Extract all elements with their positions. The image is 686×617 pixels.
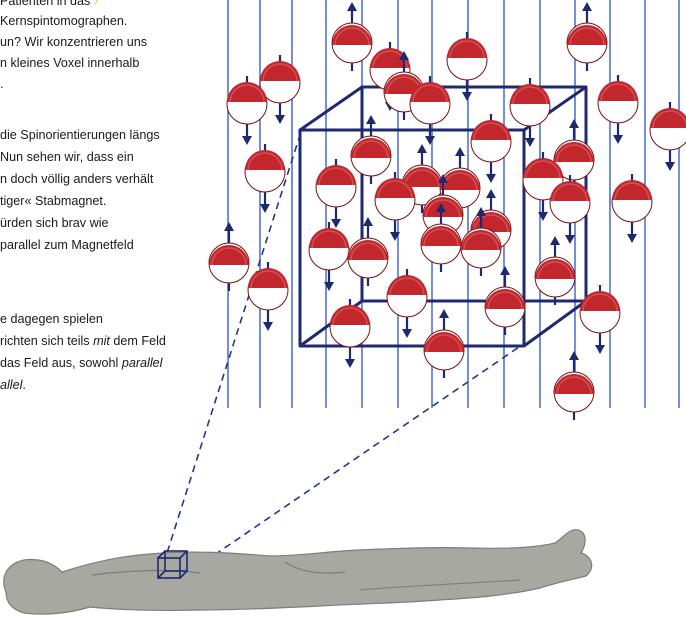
spin [316,159,356,228]
spin-arrow-head [242,136,252,145]
zoom-line [160,135,300,575]
spin [309,222,349,291]
spin-arrow-head [345,359,355,368]
spin-arrow-head [263,322,273,331]
spin [260,55,300,124]
spin-arrow-head [486,174,496,183]
spin-arrow-head [455,147,465,156]
spin-arrow-head [366,115,376,124]
spin [650,102,686,171]
spin-arrow-head [260,204,270,213]
spin [471,114,511,183]
spin-arrow-head [569,351,579,360]
spin-arrow-head [525,138,535,147]
spin [567,2,607,71]
spin [330,299,370,368]
spin-arrow-head [331,219,341,228]
zoom-line [185,345,522,575]
spin [387,269,427,338]
body-silhouette [4,530,592,614]
spin [554,351,594,420]
spin-arrow-head [363,217,373,226]
spin [209,222,249,291]
spin [348,217,388,286]
spin [598,75,638,144]
spin-arrow-head [417,144,427,153]
spin-arrow-head [582,2,592,11]
spin-arrow-head [550,236,560,245]
patient-body-illustration [4,530,592,614]
spin-arrow-head [275,115,285,124]
cube-edge [300,87,362,130]
spin [332,2,372,71]
spin-arrow-head [665,162,675,171]
spin [447,32,487,101]
spin-arrow-head [565,235,575,244]
spin [612,174,652,243]
cube-edge [524,301,586,346]
spin-arrow-head [439,309,449,318]
spin-arrow-head [627,234,637,243]
spin [248,262,288,331]
spin-arrow-head [347,2,357,11]
spin-arrow-head [595,345,605,354]
spin-arrow-head [224,222,234,231]
spin-arrow-head [500,266,510,275]
spin-arrow-head [402,329,412,338]
spin-arrow-head [462,92,472,101]
spin-arrow-head [613,135,623,144]
spin [535,236,575,305]
spin [424,309,464,378]
spin [485,266,525,335]
spin [351,115,391,184]
spin-arrow-head [486,189,496,198]
spin-arrow-head [425,136,435,145]
spin-arrow-head [569,119,579,128]
spin-group [209,2,686,420]
